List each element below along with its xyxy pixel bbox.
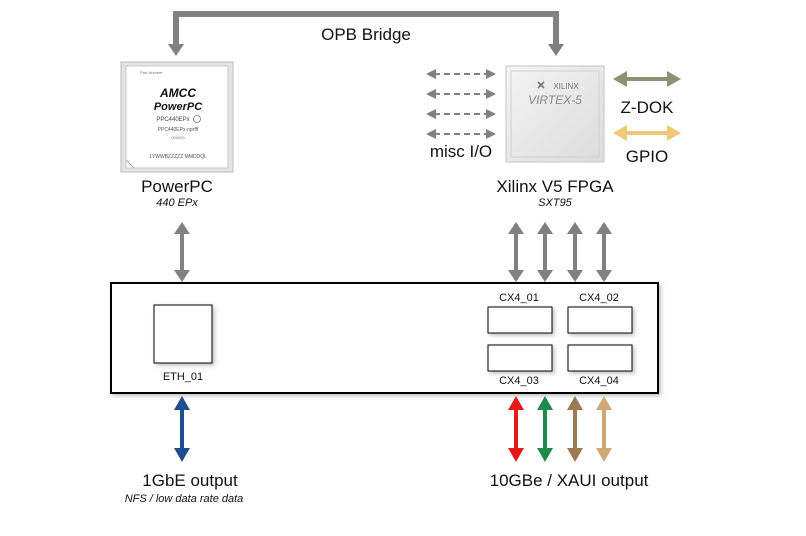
fpga-subtitle: SXT95 — [538, 197, 573, 209]
fpga-board-link — [567, 222, 583, 282]
powerpc-chip-code: 000000 — [171, 135, 185, 140]
cx4-02-label: CX4_02 — [579, 292, 619, 304]
fpga-chip-brand: XILINX — [553, 82, 579, 91]
zdok-arrow — [613, 71, 681, 87]
eth-port-label: ETH_01 — [163, 371, 203, 383]
gbe-output-title: 1GbE output — [142, 471, 238, 490]
eth-port — [153, 304, 213, 364]
bridge-label: OPB Bridge — [321, 25, 411, 44]
misc-io-arrow — [426, 109, 496, 119]
powerpc-title: PowerPC — [141, 177, 213, 196]
gpio-arrow — [613, 125, 681, 141]
powerpc-chip: Part Number AMCC PowerPC PPC440EPx PPC44… — [120, 61, 234, 173]
tengbe-output-arrows — [508, 396, 612, 462]
cx4-04-label: CX4_04 — [579, 375, 619, 387]
gpio-label: GPIO — [626, 147, 669, 166]
powerpc-chip-part-full: PPC440EPx-nprfff — [158, 127, 199, 133]
misc-io-arrow — [426, 69, 496, 79]
misc-io-arrow — [426, 89, 496, 99]
misc-io-arrow — [426, 129, 496, 139]
powerpc-chip-datecode: 1YWWBZZZZZ MMDDQL — [149, 154, 207, 160]
cx4-01-port — [487, 306, 553, 334]
misc-io-label: misc I/O — [430, 142, 492, 161]
fpga-board-link — [596, 222, 612, 282]
zdok-label: Z-DOK — [621, 98, 675, 117]
gbe-output-subtitle: NFS / low data rate data — [125, 493, 244, 505]
fpga-board-link — [508, 222, 524, 282]
tengbe-arrow-tan — [596, 396, 612, 462]
cx4-02-port — [567, 306, 633, 334]
fpga-title: Xilinx V5 FPGA — [496, 177, 614, 196]
tengbe-arrow-green — [537, 396, 553, 462]
tengbe-output-title: 10GBe / XAUI output — [490, 471, 649, 490]
powerpc-subtitle: 440 EPx — [156, 197, 198, 209]
gbe-output-arrow — [174, 396, 190, 462]
powerpc-chip-part-label: Part Number — [140, 70, 163, 75]
powerpc-chip-pin1-icon — [193, 115, 201, 123]
powerpc-chip-model: PowerPC — [154, 101, 203, 113]
cx4-03-port — [487, 344, 553, 372]
cx4-04-port — [567, 344, 633, 372]
fpga-board-link — [537, 222, 553, 282]
xilinx-logo-icon — [537, 81, 545, 89]
cx4-03-label: CX4_03 — [499, 375, 539, 387]
powerpc-chip-part: PPC440EPx — [156, 117, 189, 123]
tengbe-arrow-red — [508, 396, 524, 462]
fpga-board-links — [508, 222, 612, 282]
opb-bridge-connector — [168, 11, 564, 56]
powerpc-chip-brand: AMCC — [159, 86, 196, 100]
powerpc-board-link — [174, 222, 190, 282]
fpga-chip: XILINX VIRTEX-5 — [505, 65, 605, 163]
misc-io-arrows — [426, 69, 496, 139]
tengbe-arrow-brown — [567, 396, 583, 462]
cx4-01-label: CX4_01 — [499, 292, 539, 304]
fpga-chip-model: VIRTEX-5 — [528, 93, 582, 107]
